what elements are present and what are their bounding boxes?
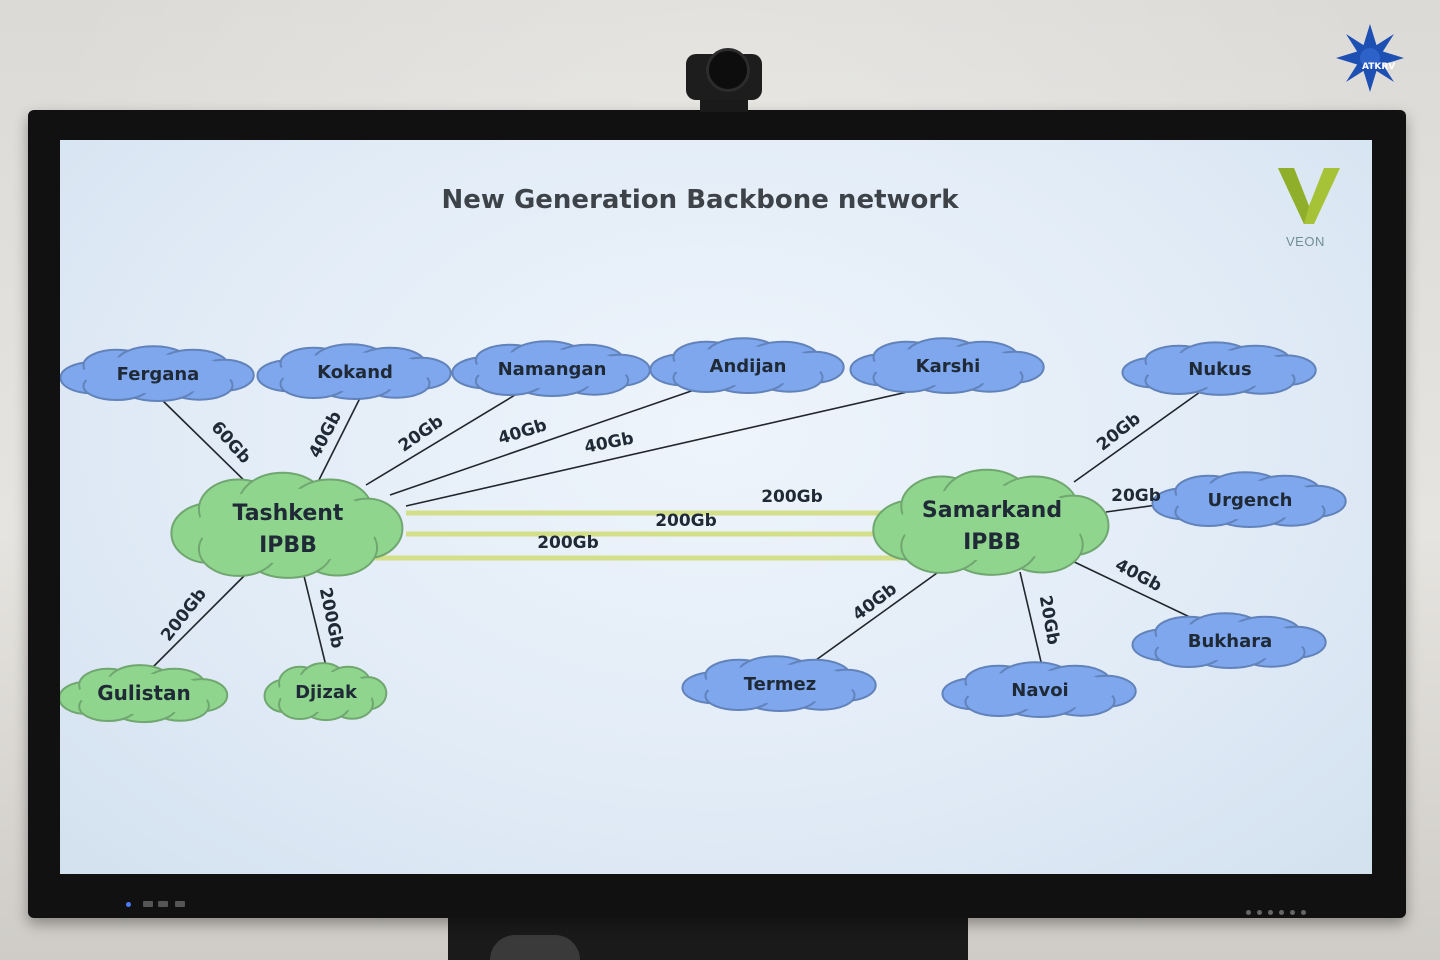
node-label-urgench: Urgench bbox=[1208, 490, 1293, 511]
link-label-namangan-tashkent: 20Gb bbox=[395, 411, 447, 456]
link-label-urgench-samarkand: 20Gb bbox=[1111, 486, 1161, 506]
trunk-link-label: 200Gb bbox=[537, 533, 599, 553]
bezel-button[interactable] bbox=[1268, 910, 1273, 915]
bezel-button[interactable] bbox=[1290, 910, 1295, 915]
stand-base bbox=[490, 935, 580, 960]
node-cloud-gulistan bbox=[60, 664, 229, 724]
node-label-navoi: Navoi bbox=[1011, 680, 1068, 701]
link-label-samarkand-navoi: 20Gb bbox=[1035, 594, 1063, 646]
bezel-button[interactable] bbox=[1246, 910, 1251, 915]
trunk-links bbox=[372, 510, 920, 561]
node-cloud-djizak bbox=[263, 662, 388, 722]
link-line-tashkent-djizak bbox=[303, 575, 327, 667]
link-line-karshi-tashkent bbox=[405, 389, 917, 507]
cloud-nodes: Fergana Kokand Namangan Andijan Karshi NukusU… bbox=[60, 337, 1347, 724]
link-line-kokand-tashkent bbox=[317, 397, 361, 483]
node-cloud-andijan bbox=[649, 337, 845, 394]
link-label-karshi-tashkent: 40Gb bbox=[583, 429, 636, 458]
backbone-network-diagram: Fergana Kokand Namangan Andijan Karshi NukusU… bbox=[60, 337, 1347, 724]
node-cloud-navoi bbox=[941, 661, 1137, 718]
power-led bbox=[126, 902, 131, 907]
link-line-nukus-samarkand bbox=[1073, 391, 1201, 483]
node-label-gulistan: Gulistan bbox=[97, 681, 191, 705]
webcam-lens-icon bbox=[706, 48, 750, 92]
spoke-links bbox=[147, 387, 1201, 673]
node-cloud-urgench bbox=[1151, 471, 1347, 528]
webcam-mount bbox=[700, 100, 748, 112]
node-label-andijan: Andijan bbox=[710, 356, 787, 377]
node-cloud-kokand bbox=[256, 343, 452, 400]
node-cloud-bukhara bbox=[1131, 612, 1327, 669]
hub-sublabel-samarkand: IPBB bbox=[963, 530, 1021, 555]
node-label-bukhara: Bukhara bbox=[1188, 631, 1273, 652]
link-line-andijan-tashkent bbox=[389, 387, 701, 496]
link-label-andijan-tashkent: 40Gb bbox=[496, 415, 549, 449]
node-cloud-termez bbox=[681, 655, 877, 712]
monitor: New Generation Backbone network VEON Fer… bbox=[28, 110, 1406, 918]
link-line-tashkent-gulistan bbox=[147, 569, 251, 673]
hub-cloud-tashkent bbox=[170, 471, 404, 579]
node-cloud-namangan bbox=[451, 340, 651, 397]
link-line-namangan-tashkent bbox=[365, 391, 521, 486]
trunk-link-label: 200Gb bbox=[655, 511, 717, 531]
hub-cloud-samarkand bbox=[872, 468, 1110, 576]
brand-name: VEON bbox=[1286, 234, 1325, 249]
link-line-samarkand-bukhara bbox=[1065, 557, 1197, 621]
trunk-link-label: 200Gb bbox=[761, 487, 823, 507]
node-label-fergana: Fergana bbox=[117, 364, 200, 385]
node-label-karshi: Karshi bbox=[916, 356, 981, 377]
link-label-fergana-tashkent: 60Gb bbox=[207, 417, 255, 467]
bezel-button[interactable] bbox=[1301, 910, 1306, 915]
node-label-namangan: Namangan bbox=[498, 359, 607, 380]
bezel-buttons bbox=[1246, 900, 1346, 915]
atkrv-logo bbox=[1330, 22, 1410, 94]
hub-sublabel-tashkent: IPBB bbox=[259, 533, 317, 558]
link-line-samarkand-termez bbox=[815, 567, 945, 661]
link-line-samarkand-navoi bbox=[1019, 571, 1043, 667]
slide-title: New Generation Backbone network bbox=[441, 185, 959, 215]
bezel-button[interactable] bbox=[1257, 910, 1262, 915]
webcam bbox=[686, 44, 762, 112]
link-label-kokand-tashkent: 40Gb bbox=[305, 408, 346, 461]
node-label-kokand: Kokand bbox=[317, 362, 393, 383]
node-label-djizak: Djizak bbox=[295, 682, 358, 703]
node-cloud-fergana bbox=[60, 345, 255, 402]
node-label-nukus: Nukus bbox=[1188, 359, 1251, 380]
hub-label-tashkent: Tashkent bbox=[233, 501, 344, 526]
node-cloud-karshi bbox=[849, 337, 1045, 394]
usb-port bbox=[143, 901, 153, 907]
link-line-fergana-tashkent bbox=[159, 397, 257, 493]
watermark-text: ATKRV bbox=[1362, 62, 1396, 72]
hdmi-port bbox=[175, 901, 185, 907]
slide-screen: New Generation Backbone network VEON Fer… bbox=[60, 140, 1372, 874]
node-cloud-nukus bbox=[1121, 341, 1317, 396]
veon-logo-icon bbox=[1274, 166, 1344, 228]
link-label-samarkand-bukhara: 40Gb bbox=[1112, 555, 1165, 596]
hub-label-samarkand: Samarkand bbox=[922, 498, 1062, 523]
usb-port bbox=[158, 901, 168, 907]
bezel-button[interactable] bbox=[1279, 910, 1284, 915]
link-label-nukus-samarkand: 20Gb bbox=[1093, 409, 1145, 455]
node-label-termez: Termez bbox=[744, 674, 816, 695]
